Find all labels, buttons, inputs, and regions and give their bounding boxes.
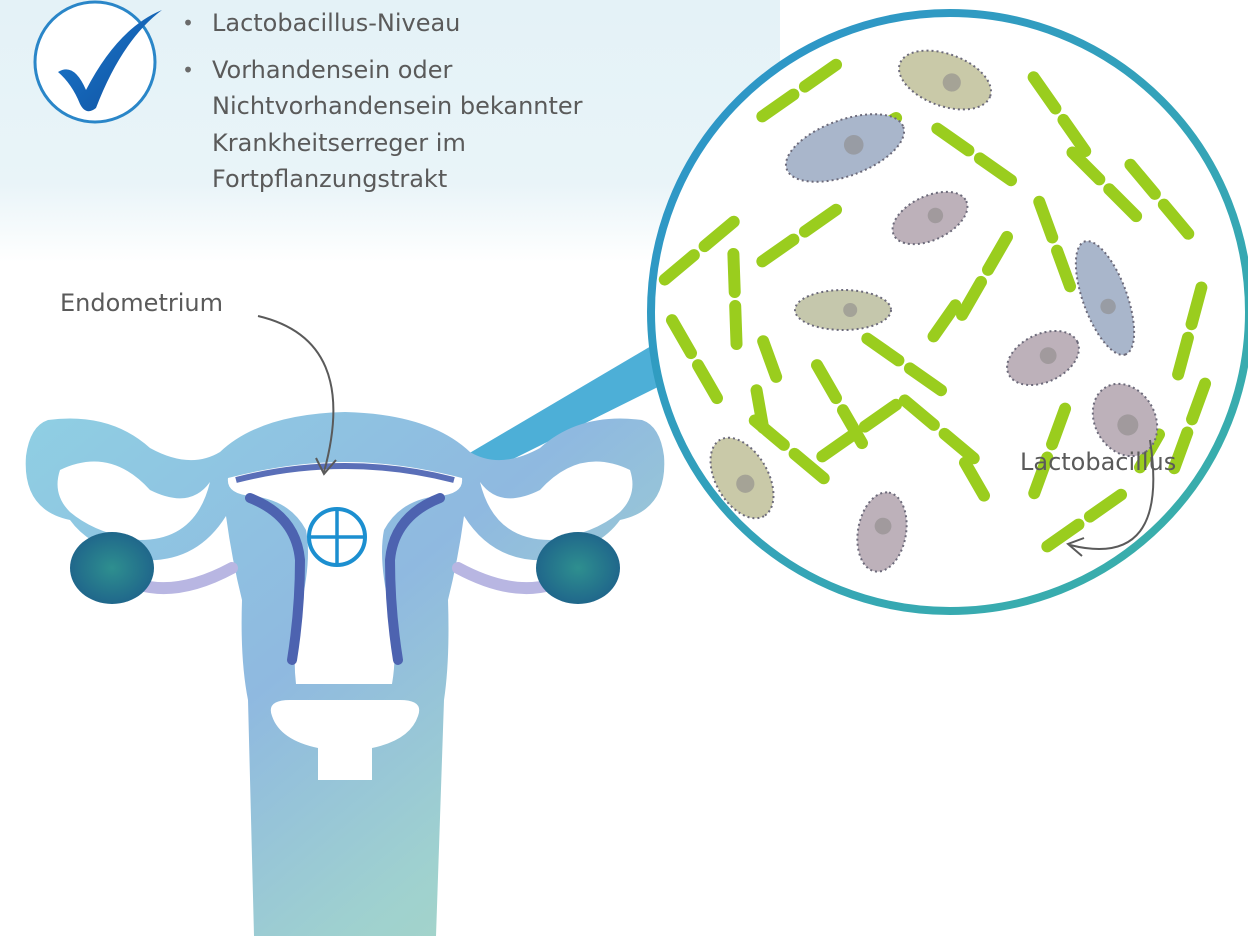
checklist: • Lactobacillus-Niveau • Vorhandensein o… bbox=[182, 5, 742, 208]
lactobacillus-label: Lactobacillus bbox=[1020, 448, 1176, 476]
checklist-item: • Lactobacillus-Niveau bbox=[182, 5, 742, 42]
magnify-plus-icon bbox=[309, 509, 365, 565]
checklist-item-line: Vorhandensein oder bbox=[212, 56, 452, 84]
checklist-item-line: Krankheitserreger im bbox=[212, 129, 466, 157]
right-ovary bbox=[536, 532, 620, 604]
checkmark-circle-icon bbox=[35, 2, 162, 122]
uterus-diagram bbox=[26, 412, 665, 936]
pathogen-cell bbox=[795, 290, 891, 330]
checklist-item: • Vorhandensein oder Nichtvorhandensein … bbox=[182, 52, 742, 198]
endometrium-label: Endometrium bbox=[60, 289, 223, 317]
bullet-dot-icon: • bbox=[182, 5, 194, 42]
checklist-item-line: Fortpflanzungstrakt bbox=[212, 165, 447, 193]
bullet-dot-icon: • bbox=[182, 52, 194, 89]
checklist-item-text: Lactobacillus-Niveau bbox=[212, 9, 460, 37]
left-ovary bbox=[70, 532, 154, 604]
checklist-item-line: Nichtvorhandensein bekannter bbox=[212, 92, 583, 120]
